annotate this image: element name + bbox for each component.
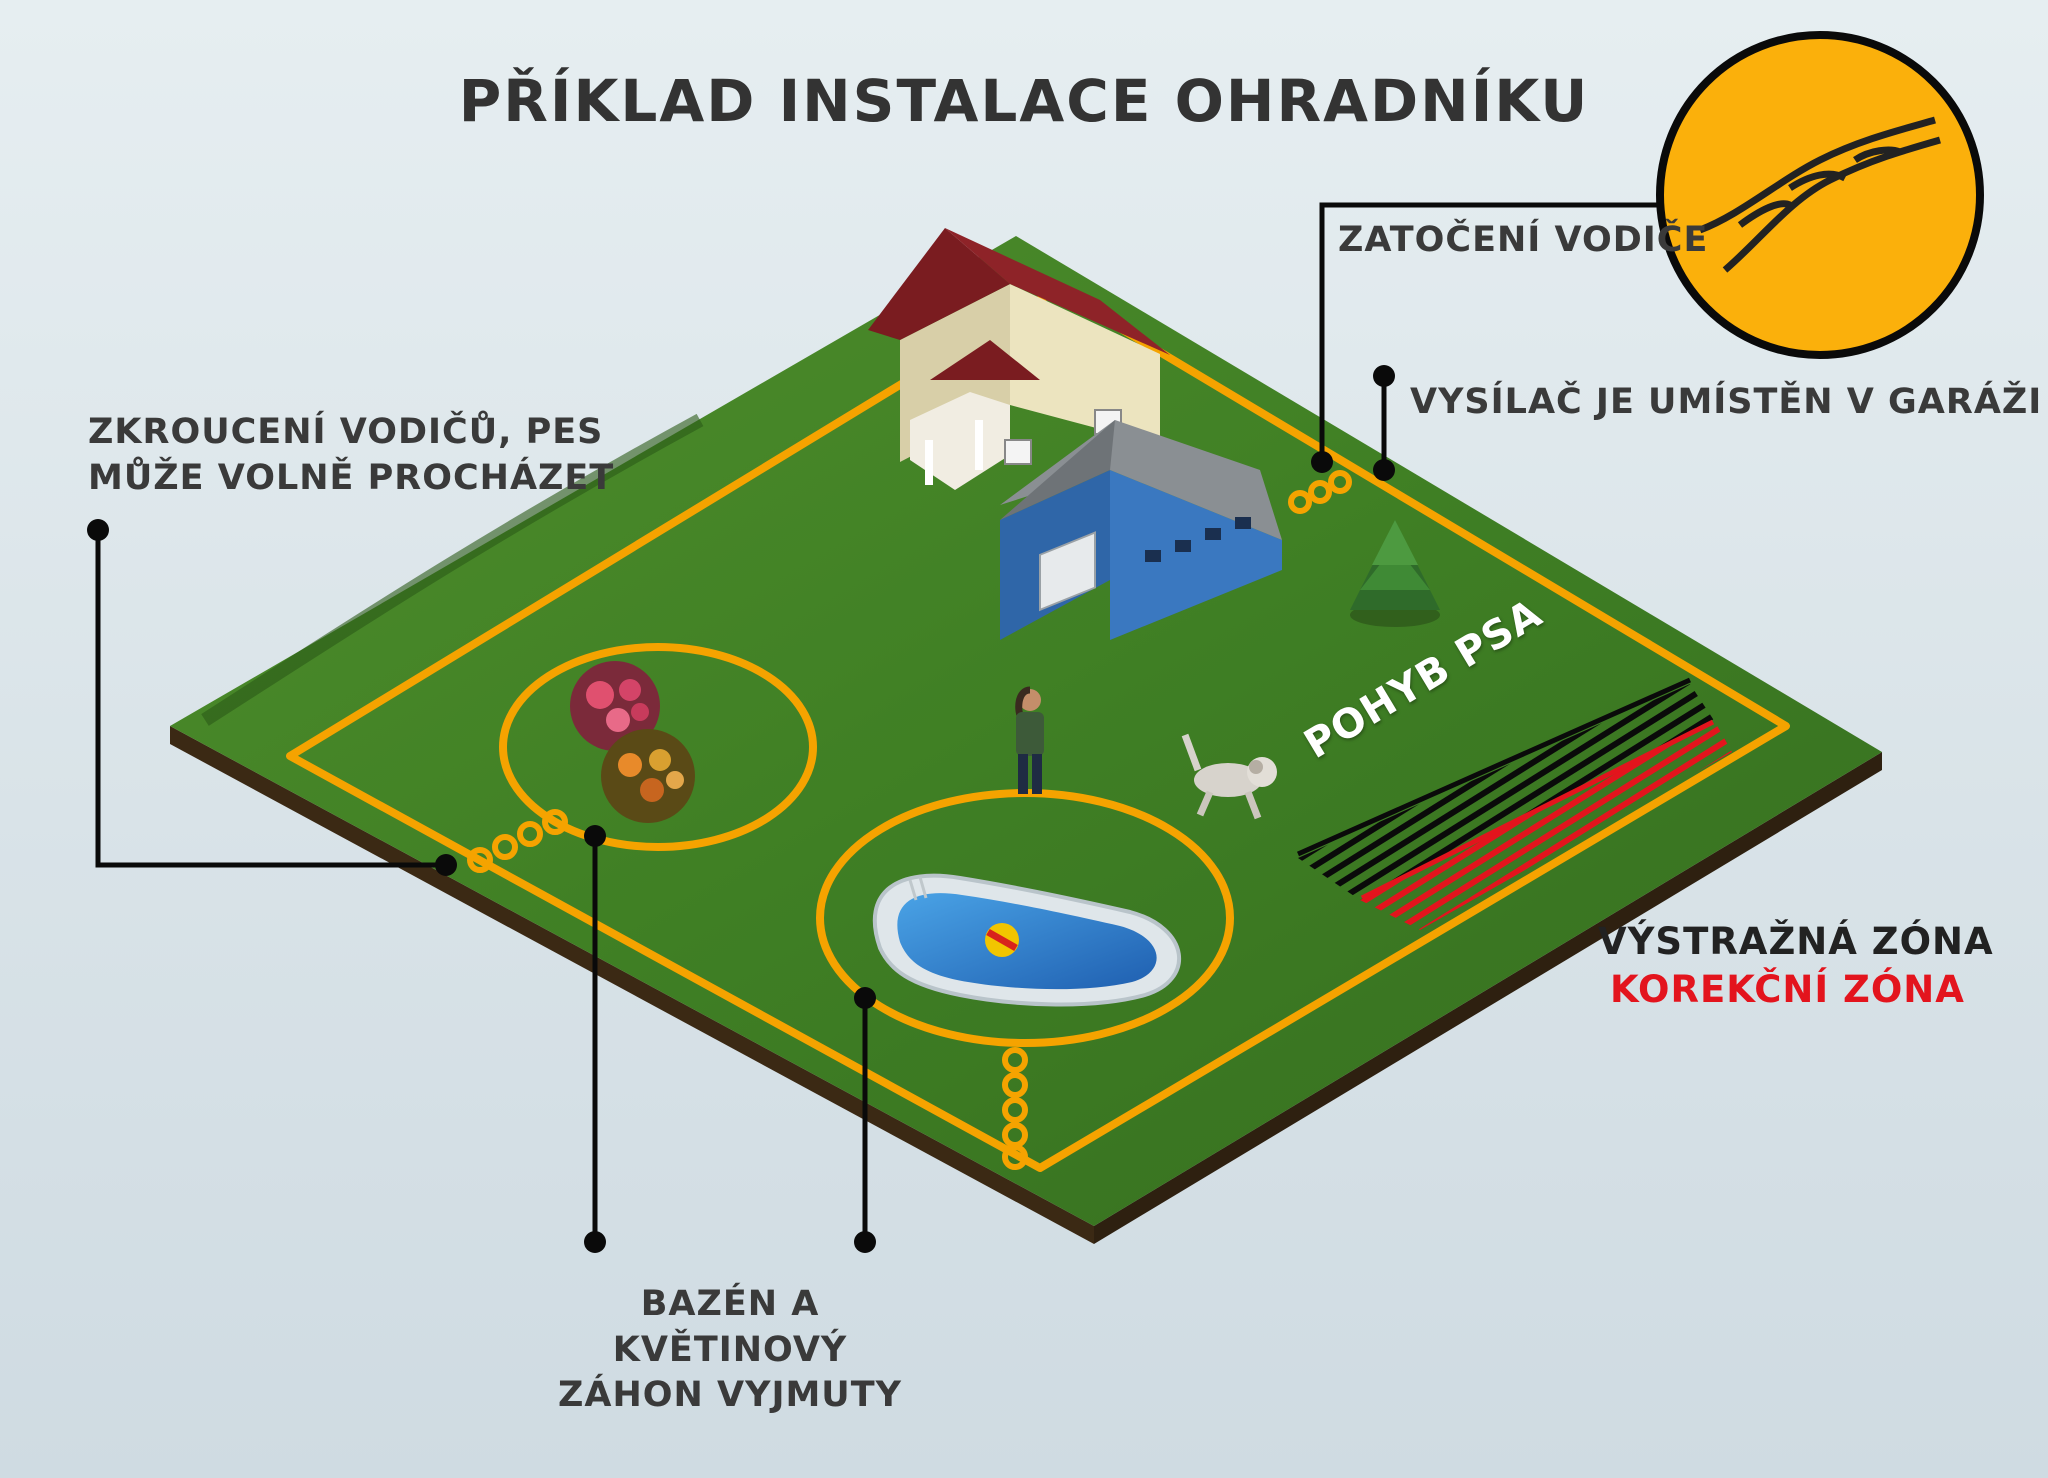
pool-icon xyxy=(872,873,1182,1007)
page-title: PŘÍKLAD INSTALACE OHRADNÍKU xyxy=(458,67,1590,135)
dog-icon xyxy=(1181,733,1277,820)
callout-lines xyxy=(95,202,1668,1242)
callout-wire-crossing-line1: ZKROUCENÍ VODIČŮ, PES xyxy=(88,412,604,452)
callout-exempt-line2: ZÁHON VYJMUTY xyxy=(558,1375,902,1415)
twisted-crossing-top xyxy=(1288,470,1352,514)
callout-exempt-areas: BAZÉN A KVĚTINOVÝ ZÁHON VYJMUTY xyxy=(520,1282,940,1419)
house-icon xyxy=(868,228,1170,490)
correction-zone xyxy=(1360,719,1732,930)
soil-right-side xyxy=(1094,752,1882,1244)
twisted-wire-icon xyxy=(1656,31,1984,359)
flower-bush-icon xyxy=(570,661,695,823)
callout-transmitter: VYSÍLAČ JE UMÍSTĚN V GARÁŽI xyxy=(1410,382,2043,422)
twisted-crossing-left xyxy=(467,809,568,873)
garage-icon xyxy=(1000,420,1282,640)
warning-zone xyxy=(1296,677,1715,900)
person-icon xyxy=(1015,686,1044,794)
callout-wire-crossing-line2: MŮŽE VOLNĚ PROCHÁZET xyxy=(88,457,615,498)
boundary-wire xyxy=(286,286,1790,1172)
correction-zone-label: KOREKČNÍ ZÓNA xyxy=(1610,968,1965,1011)
warning-zone-label: VÝSTRAŽNÁ ZÓNA xyxy=(1598,920,1994,963)
callout-exempt-line1: BAZÉN A KVĚTINOVÝ xyxy=(612,1284,848,1370)
lawn-ridge xyxy=(201,413,704,726)
flower-bed-loop xyxy=(499,643,817,851)
callout-wire-twist: ZATOČENÍ VODIČE xyxy=(1338,220,1709,260)
twisted-crossing-bottom xyxy=(1002,1047,1028,1170)
tree-icon xyxy=(1350,520,1440,627)
callout-wire-crossing: ZKROUCENÍ VODIČŮ, PES MŮŽE VOLNĚ PROCHÁZ… xyxy=(88,410,614,501)
callout-dots xyxy=(87,365,1395,1253)
